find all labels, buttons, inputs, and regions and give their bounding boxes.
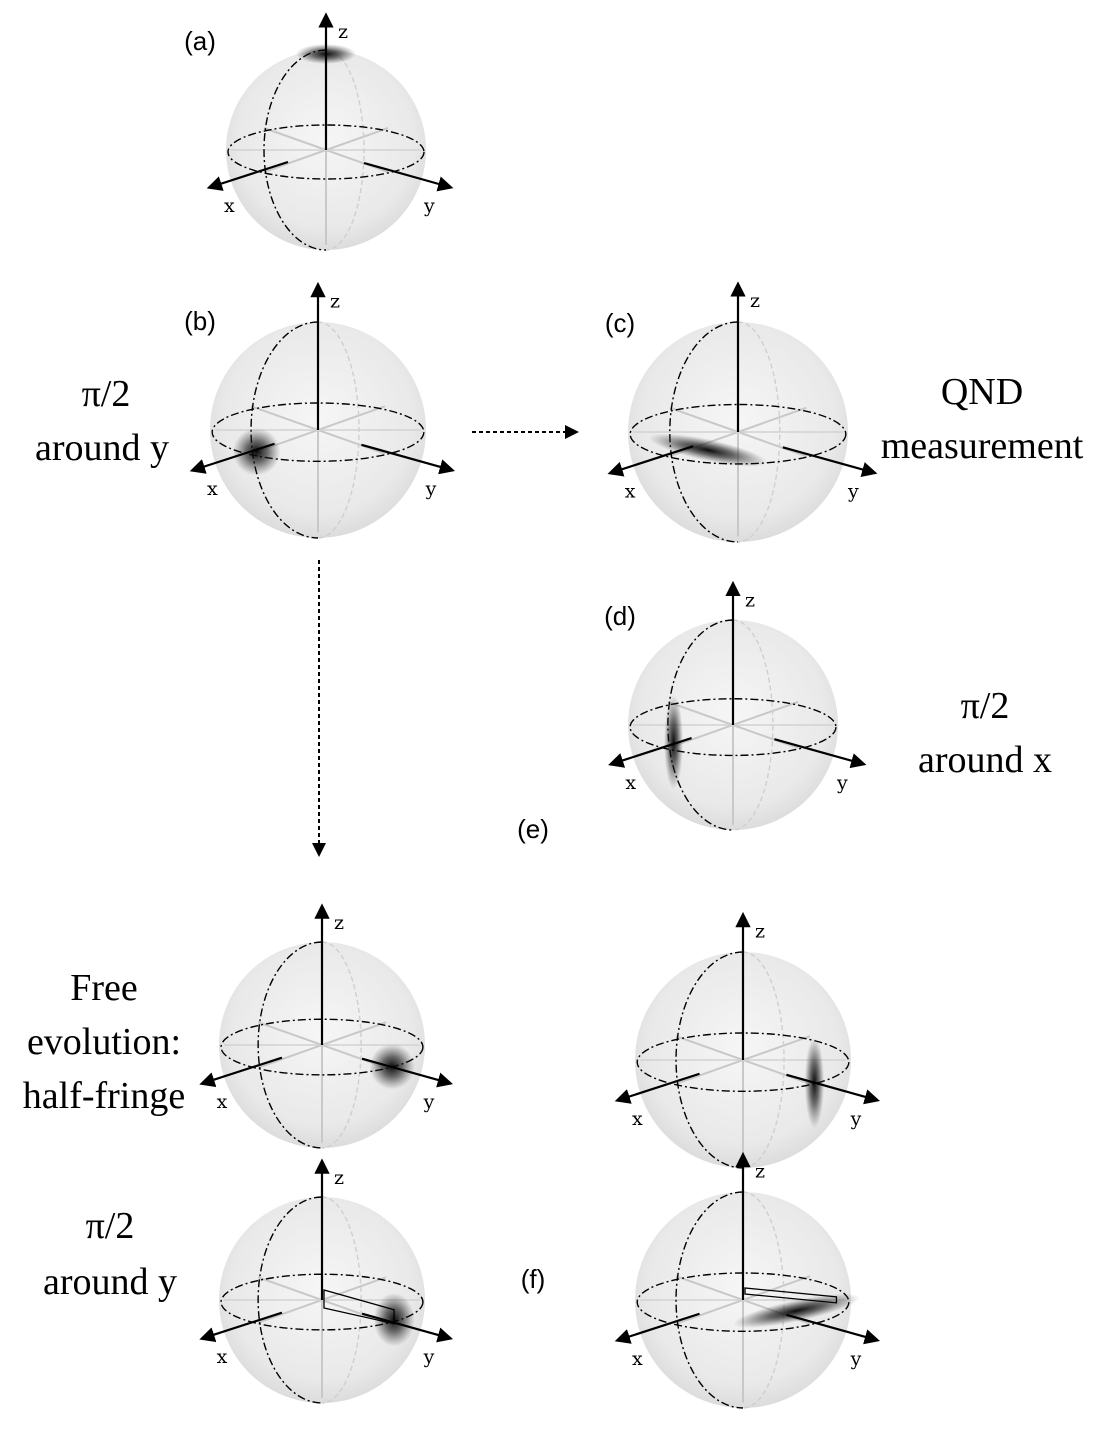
- equator: [227, 124, 425, 180]
- y-axis: [786, 1313, 881, 1345]
- back-meridian: [325, 49, 365, 251]
- caption-line: π/2: [961, 685, 1010, 727]
- caption-line: around y: [43, 1261, 177, 1303]
- caption-pi2-around-x: π/2 around x: [918, 685, 1052, 781]
- y-axis: [782, 446, 878, 477]
- meridian: [675, 951, 744, 1169]
- panel-label-a: (a): [184, 26, 216, 56]
- panel-label-d: (d): [604, 601, 636, 631]
- x-axis: [608, 737, 692, 768]
- meridian: [257, 1196, 323, 1404]
- caption-line: around y: [35, 427, 169, 469]
- blob: [664, 694, 684, 790]
- blob: [232, 428, 281, 476]
- panel-label-e: (e): [517, 814, 549, 844]
- caption-free-evolution: Free evolution: half-fringe: [23, 967, 185, 1117]
- back-meridian: [737, 321, 781, 543]
- caption-line: Free: [70, 967, 138, 1009]
- x-axis-label: x: [632, 1348, 643, 1370]
- state-distribution: [664, 694, 684, 790]
- y-axis: [361, 443, 456, 475]
- y-axis-label: y: [423, 195, 435, 217]
- back-meridian: [321, 1196, 362, 1404]
- y-axis-label: y: [836, 772, 848, 794]
- equator: [629, 698, 837, 757]
- x-axis: [189, 442, 275, 474]
- bloch-sphere-b: z x y (b): [184, 281, 456, 539]
- y-axis-label: y: [423, 1091, 435, 1113]
- x-axis: [607, 445, 694, 477]
- bar-outline: [744, 1287, 838, 1304]
- y-axis: [361, 1057, 454, 1088]
- x-axis-label: x: [217, 1091, 228, 1113]
- back-meridian: [742, 1191, 785, 1409]
- z-axis-label: z: [334, 1167, 344, 1189]
- y-axis-label: y: [850, 1348, 862, 1370]
- blob: [648, 433, 768, 467]
- z-axis-label: z: [745, 590, 755, 612]
- y-axis: [786, 1073, 881, 1105]
- x-axis: [199, 1311, 283, 1343]
- meridian: [675, 1191, 744, 1409]
- back-meridian: [742, 951, 785, 1169]
- z-axis-label: z: [755, 921, 765, 943]
- y-axis-label: y: [847, 481, 859, 503]
- x-axis-label: x: [632, 1108, 643, 1130]
- y-axis: [774, 738, 867, 769]
- caption-line: measurement: [881, 425, 1084, 467]
- x-axis: [199, 1056, 283, 1088]
- x-axis-label: x: [224, 195, 235, 217]
- z-axis-label: z: [755, 1161, 765, 1183]
- x-axis-label: x: [217, 1346, 228, 1368]
- caption-pi2-around-y-bottom: π/2 around y: [43, 1205, 177, 1303]
- state-distribution: [648, 433, 768, 467]
- caption-line: half-fringe: [23, 1075, 185, 1117]
- meridian: [263, 49, 327, 251]
- y-axis-label: y: [850, 1108, 862, 1130]
- bloch-sphere-b3: z x y: [199, 1158, 454, 1404]
- panel-label-b: (b): [184, 306, 216, 336]
- x-axis: [614, 1072, 700, 1104]
- meridian: [257, 941, 323, 1149]
- y-axis: [361, 1312, 454, 1343]
- caption-pi2-around-y-top: π/2 around y: [35, 373, 169, 469]
- y-axis-label: y: [425, 478, 437, 500]
- bloch-sphere-e: z x y (e): [517, 814, 881, 1169]
- caption-line: evolution:: [27, 1021, 181, 1063]
- x-axis-label: x: [625, 772, 636, 794]
- y-axis: [363, 161, 454, 192]
- x-axis-label: x: [207, 478, 218, 500]
- bloch-sphere-c: z x y (c): [605, 281, 878, 543]
- x-axis: [206, 160, 289, 191]
- z-axis-label: z: [750, 290, 760, 312]
- state-distribution: [232, 428, 281, 476]
- bloch-sphere-f: z x y (f): [521, 1151, 881, 1409]
- z-axis-label: z: [338, 21, 348, 43]
- x-axis: [614, 1312, 700, 1344]
- x-axis-label: x: [625, 481, 636, 503]
- bloch-sphere-d: z x y (d): [604, 580, 867, 831]
- back-meridian: [732, 619, 774, 831]
- back-meridian: [321, 941, 362, 1149]
- caption-line: QND: [941, 371, 1023, 413]
- state-distribution: [733, 1287, 860, 1328]
- panel-label-c: (c): [605, 308, 635, 338]
- bloch-sphere-b2: z x y: [199, 903, 454, 1149]
- bloch-sphere-a: z x y (a): [184, 12, 454, 251]
- z-axis-label: z: [330, 291, 340, 313]
- back-meridian: [317, 321, 360, 539]
- z-axis-label: z: [334, 912, 344, 934]
- caption-line: π/2: [82, 373, 131, 415]
- panel-label-f: (f): [521, 1264, 546, 1294]
- caption-qnd-measurement: QND measurement: [881, 371, 1084, 467]
- y-axis-label: y: [423, 1346, 435, 1368]
- caption-line: around x: [918, 739, 1052, 781]
- meridian: [669, 321, 739, 543]
- caption-line: π/2: [86, 1205, 135, 1247]
